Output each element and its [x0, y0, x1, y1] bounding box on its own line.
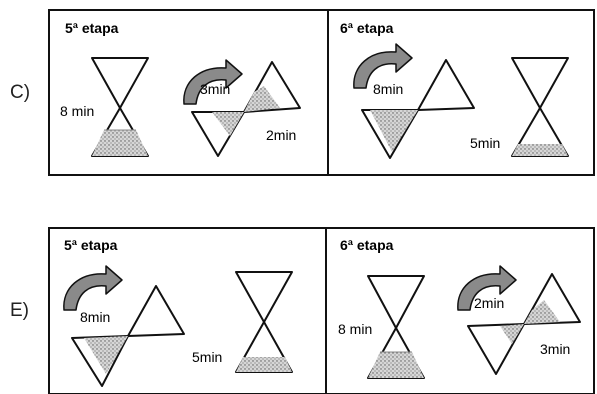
hourglass-icon	[235, 271, 293, 373]
tilted-hourglass-icon	[71, 285, 185, 387]
tilted-hourglass-icon	[191, 61, 301, 157]
panel-title: 6ª etapa	[340, 20, 394, 36]
tilted-top-label: 8min	[80, 309, 110, 325]
tilted-top-label: 3min	[200, 81, 230, 97]
tilted-hourglass-icon	[361, 59, 475, 159]
option-e-panel-5: 5ª etapa 8min 5min	[63, 237, 293, 387]
hourglass-icon	[91, 57, 149, 157]
tilted-hourglass-icon	[467, 273, 581, 375]
option-c-panel-6: 6ª etapa 8min 5min	[340, 20, 569, 159]
hourglass-time-label: 5min	[192, 349, 222, 365]
hourglass-icon	[367, 275, 425, 379]
option-c-panel-5: 5ª etapa 8 min 3min 2min	[60, 20, 301, 157]
hourglass-time-label: 8 min	[60, 103, 94, 119]
tilted-top-label: 8min	[373, 81, 403, 97]
panel-title: 5ª etapa	[64, 237, 118, 253]
hourglass-time-label: 5min	[470, 135, 500, 151]
option-c-label: C)	[10, 82, 31, 103]
option-e: 5ª etapa 8min 5min 6ª etapa	[48, 227, 595, 394]
curved-arrow-icon	[63, 265, 123, 311]
tilted-bottom-label: 2min	[266, 127, 296, 143]
panel-title: 5ª etapa	[65, 20, 119, 36]
option-e-frame	[48, 227, 595, 394]
panel-title: 6ª etapa	[340, 237, 394, 253]
option-e-label: E)	[10, 300, 29, 321]
hourglass-icon	[511, 57, 569, 157]
option-c-frame	[48, 9, 595, 176]
hourglass-time-label: 8 min	[338, 321, 372, 337]
tilted-top-label: 2min	[474, 295, 504, 311]
option-c: 5ª etapa 8 min 3min 2min	[48, 9, 595, 176]
option-e-panel-6: 6ª etapa 8 min 2min 3min	[338, 237, 581, 379]
tilted-bottom-label: 3min	[540, 341, 570, 357]
